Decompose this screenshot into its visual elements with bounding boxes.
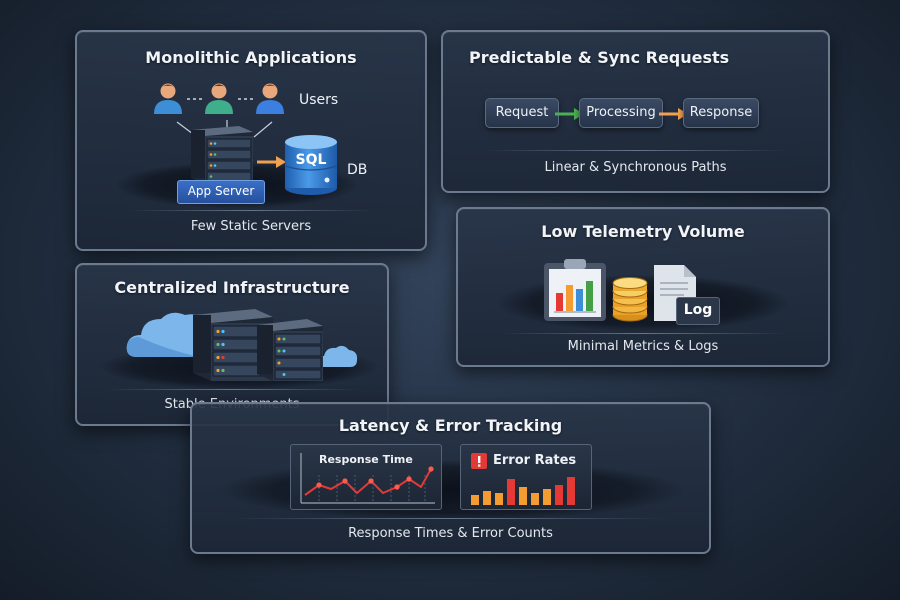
panel-footer: Linear & Synchronous Paths [544, 160, 727, 175]
flow-step-processing: Processing [579, 98, 663, 128]
panel-title: Centralized Infrastructure [114, 278, 350, 297]
divider [107, 389, 357, 390]
panel-footer: Few Static Servers [190, 219, 312, 234]
line-chart-icon [300, 453, 435, 504]
users-label: Users [299, 92, 339, 108]
divider [483, 150, 788, 151]
panel-title: Latency & Error Tracking [338, 416, 563, 435]
divider [232, 518, 669, 519]
cloud-icon [315, 345, 358, 367]
panel-monolithic: Monolithic Applications Users [75, 30, 427, 251]
response-time-chart: Response Time [290, 444, 442, 510]
divider [129, 210, 373, 211]
bar-chart-icon [471, 477, 575, 505]
divider [498, 333, 788, 334]
flow-step-response: Response [683, 98, 759, 128]
panel-title: Monolithic Applications [145, 48, 357, 67]
panel-footer: Minimal Metrics & Logs [567, 339, 719, 354]
app-server-badge: App Server [177, 180, 265, 204]
panel-title: Low Telemetry Volume [541, 222, 745, 241]
panel-predictable: Predictable & Sync Requests Request Proc… [441, 30, 830, 193]
user-icon [154, 83, 182, 114]
clipboard-chart-icon [544, 259, 606, 321]
server-rack-icon [257, 319, 323, 381]
server-rack-icon [191, 126, 253, 184]
panel-footer: Response Times & Error Counts [348, 526, 553, 541]
response-time-title: Response Time [319, 453, 413, 466]
error-rates-title: Error Rates [493, 453, 577, 468]
database-icon [284, 135, 338, 195]
error-rates-chart: Error Rates [460, 444, 592, 510]
log-badge: Log [676, 297, 720, 325]
panel-title: Predictable & Sync Requests [469, 48, 730, 67]
cloud-icon [126, 312, 214, 357]
db-sql-text: SQL [295, 152, 327, 168]
users-icon-group [154, 83, 284, 114]
server-rack-icon [193, 309, 273, 381]
panel-latency: Latency & Error Tracking Response Time [190, 402, 711, 554]
user-icon [205, 83, 233, 114]
db-label: DB [347, 162, 368, 178]
arrow-right-icon [257, 156, 286, 168]
user-icon [256, 83, 284, 114]
flow-step-request: Request [485, 98, 559, 128]
panel-telemetry: Low Telemetry Volume [456, 207, 830, 367]
alert-icon [471, 453, 487, 469]
coin-stack-icon [612, 277, 648, 322]
